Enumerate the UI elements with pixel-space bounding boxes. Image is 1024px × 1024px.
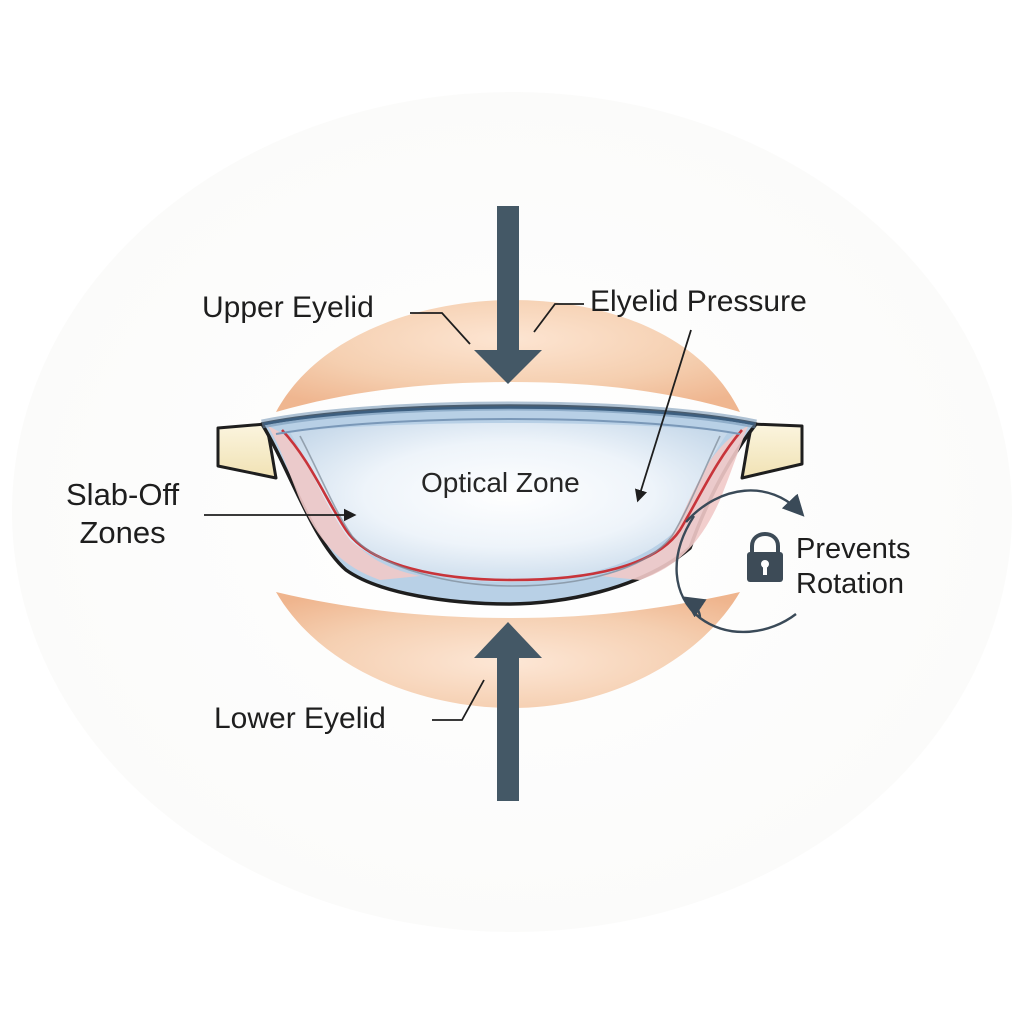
up-arrow-icon <box>474 622 542 801</box>
down-arrow-icon <box>474 206 542 384</box>
slab-off-zones-label: Slab-Off Zones <box>66 476 179 552</box>
upper-eyelid-label: Upper Eyelid <box>202 291 374 324</box>
eyelid-pressure-leader <box>634 329 692 503</box>
upper-eyelid-leader <box>410 312 471 345</box>
lower-eyelid-leader <box>432 679 485 721</box>
slab-off-label-line-2: Zones <box>79 514 166 550</box>
slab-off-label-line-1: Slab-Off <box>66 477 180 512</box>
optical-zone-area <box>290 423 728 582</box>
prevents-label-line-2: Rotation <box>796 568 905 601</box>
lens-inner-rim-line <box>275 418 741 435</box>
eyelid-pressure-top-leader <box>533 303 584 333</box>
prevents-rotation-label: Prevents Rotation <box>796 532 910 603</box>
lens-top-rim-line <box>263 406 755 426</box>
circular-arrow-icon <box>675 489 805 634</box>
eyelid-pressure-label: Elyelid Pressure <box>590 285 807 318</box>
left-slab-off-zone <box>268 426 420 580</box>
optical-zone-label: Optical Zone <box>421 467 580 498</box>
lock-icon <box>747 532 783 582</box>
lens-inner-contour <box>299 435 721 587</box>
prevents-label-line-1: Prevents <box>796 533 911 565</box>
lower-eyelid-label: Lower Eyelid <box>214 702 386 735</box>
slab-off-boundary-line <box>281 429 743 582</box>
right-slab-off-zone <box>600 426 748 580</box>
